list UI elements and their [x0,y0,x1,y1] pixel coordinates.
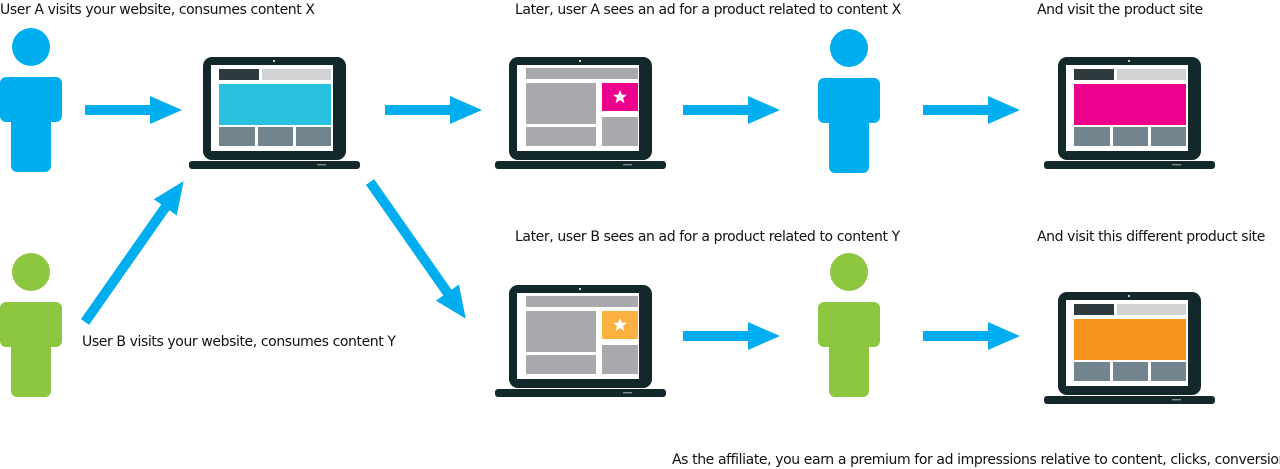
arrow-right-icon [385,96,482,124]
caption-footer: As the affiliate, you earn a premium for… [672,452,1280,468]
arrow-diagonal-up-icon [80,181,184,325]
user-a-icon [0,28,62,172]
arrow-diagonal-down-icon [365,179,466,319]
product-a-laptop [1044,57,1215,169]
arrow-right-icon [923,322,1020,350]
arrow-right-icon [683,322,780,350]
user-b-icon [0,253,62,397]
caption-user-a-visit: User A visits your website, consumes con… [0,2,315,18]
user-a-later-icon [818,29,880,173]
your-website-laptop [189,57,360,169]
product-b-laptop [1044,292,1215,404]
arrow-right-icon [923,96,1020,124]
ad-b-laptop [495,285,666,397]
caption-user-a-ad: Later, user A sees an ad for a product r… [515,2,902,18]
ad-a-laptop [495,57,666,169]
user-b-later-icon [818,253,880,397]
caption-user-b-product: And visit this different product site [1037,229,1265,245]
arrow-right-icon [683,96,780,124]
caption-user-a-product: And visit the product site [1037,2,1203,18]
arrow-right-icon [85,96,182,124]
caption-user-b-ad: Later, user B sees an ad for a product r… [515,229,901,245]
caption-user-b-visit: User B visits your website, consumes con… [82,334,396,350]
